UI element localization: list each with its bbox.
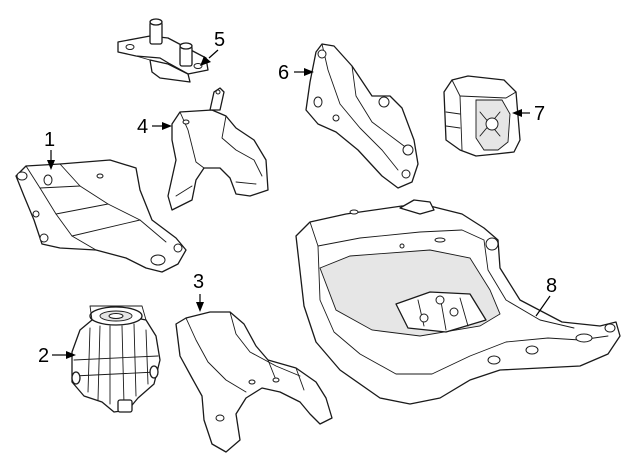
part-7-mount-block xyxy=(443,75,521,157)
callout-label-2: 2 xyxy=(38,345,49,367)
part-1-support-arm xyxy=(15,159,187,273)
callout-label-7: 7 xyxy=(534,103,545,125)
callout-label-5: 5 xyxy=(214,29,225,51)
part-5-bracket xyxy=(117,18,209,83)
callout-label-4: 4 xyxy=(137,116,148,138)
callout-1: 1 xyxy=(44,129,55,170)
part-6-mount-bracket xyxy=(305,43,419,189)
callout-label-3: 3 xyxy=(193,271,204,293)
callout-label-8: 8 xyxy=(546,275,557,297)
callout-7: 7 xyxy=(512,103,545,125)
part-2-engine-mount xyxy=(71,305,161,413)
part-8-crossmember xyxy=(295,199,621,405)
callout-3: 3 xyxy=(193,271,204,312)
callout-8: 8 xyxy=(535,275,557,317)
callout-5: 5 xyxy=(200,29,225,66)
callout-4: 4 xyxy=(137,116,172,138)
callout-6: 6 xyxy=(278,62,314,84)
part-4-shield-bracket xyxy=(167,87,269,211)
callout-label-1: 1 xyxy=(44,129,55,151)
part-3-heat-shield xyxy=(175,311,333,453)
callout-label-6: 6 xyxy=(278,62,289,84)
callout-2: 2 xyxy=(38,345,76,367)
